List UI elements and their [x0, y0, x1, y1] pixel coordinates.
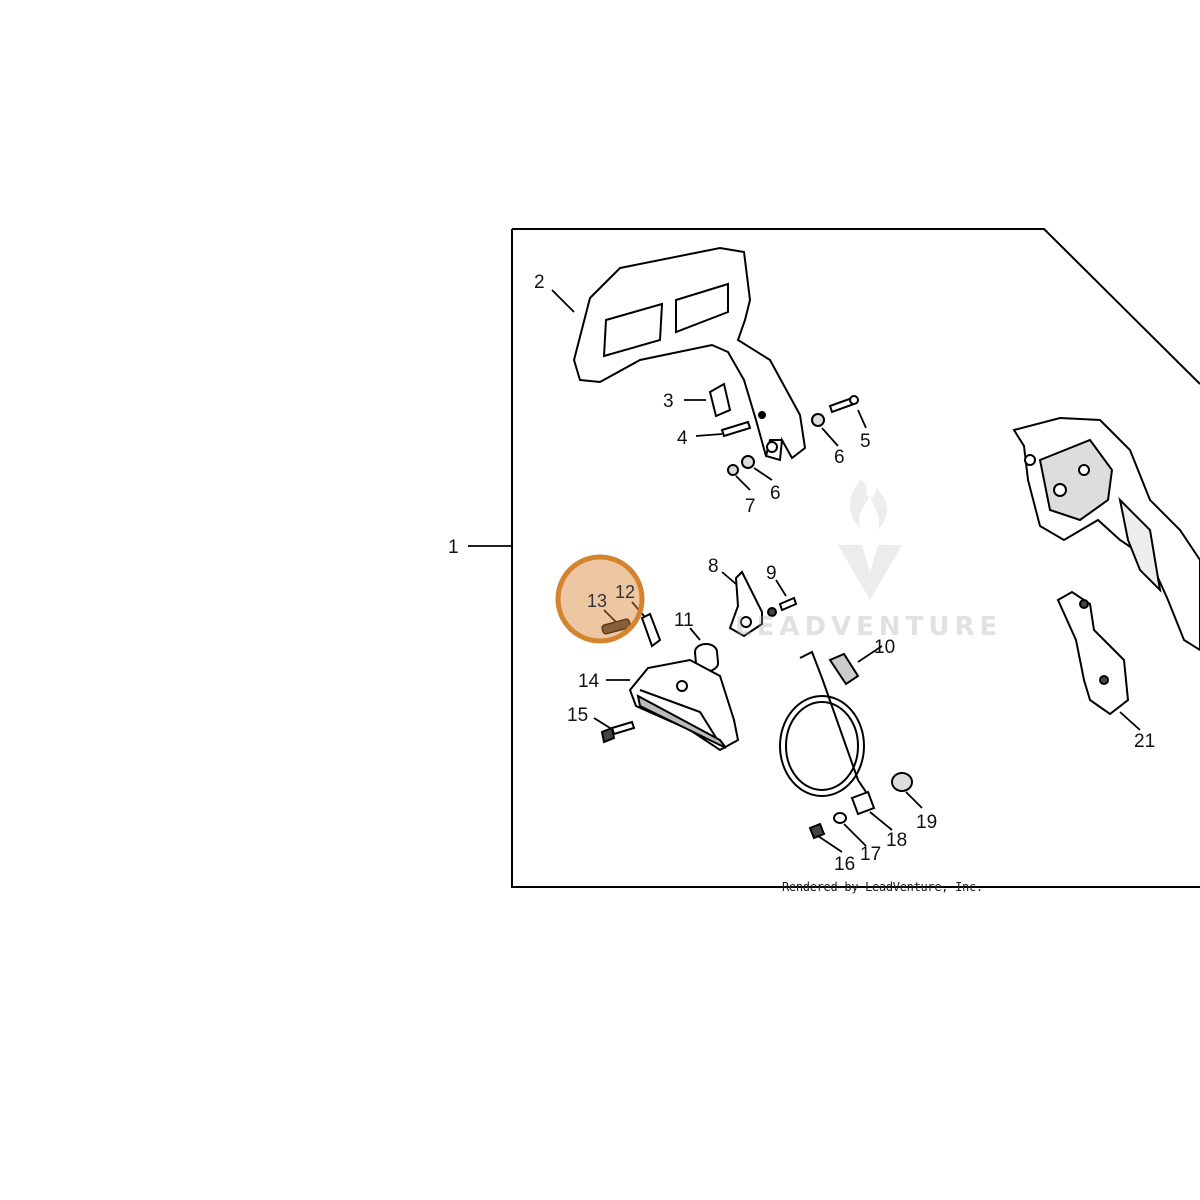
- part-21-bracket: [1056, 590, 1130, 716]
- part-14-cover: [628, 658, 740, 752]
- callout-17: 17: [860, 844, 881, 865]
- assembly-frame: [511, 228, 1200, 888]
- part-3: [708, 382, 766, 419]
- callout-6-upper: 6: [834, 447, 845, 468]
- part-18-sleeve: [850, 790, 876, 816]
- part-19-nut: [891, 772, 913, 792]
- watermark-logo: [838, 480, 902, 600]
- callout-16: 16: [834, 854, 855, 875]
- part-5-bolt: [828, 395, 859, 414]
- callout-6-lower: 6: [770, 483, 781, 504]
- leader-lines: [468, 289, 1141, 853]
- part-4-pin: [720, 420, 752, 438]
- callout-14: 14: [578, 671, 600, 692]
- callout-labels: 1 2 3 4 5 6 6 7 8 9 10 11 14 15 16 17 18…: [448, 272, 1155, 875]
- callout-15: 15: [567, 705, 588, 726]
- part-housing: [1012, 416, 1200, 652]
- callout-18: 18: [886, 830, 907, 851]
- highlight-marker: 13 12: [555, 554, 645, 644]
- watermark-brand: LEADVENTURE: [735, 612, 1003, 642]
- callout-4: 4: [677, 428, 688, 449]
- callout-10: 10: [874, 637, 895, 658]
- callout-7: 7: [745, 496, 756, 517]
- part-7: [727, 464, 739, 476]
- part-16-screw: [808, 822, 826, 840]
- callout-9: 9: [766, 563, 777, 584]
- part-10-block: [828, 652, 860, 686]
- part-17-washer: [833, 812, 847, 824]
- callout-11: 11: [674, 610, 694, 631]
- callout-21: 21: [1134, 731, 1155, 752]
- part-6-nut-lower: [741, 455, 755, 469]
- part-15-screw: [600, 720, 636, 744]
- callout-2: 2: [534, 272, 545, 293]
- callout-8: 8: [708, 556, 719, 577]
- callout-1: 1: [448, 537, 459, 558]
- part-hand-guard: [572, 246, 807, 462]
- render-credit: Rendered by LeadVenture, Inc.: [782, 880, 983, 894]
- part-6-nut-upper: [811, 413, 825, 427]
- callout-12: 12: [615, 582, 635, 602]
- callout-3: 3: [663, 391, 674, 412]
- callout-13: 13: [587, 591, 607, 611]
- part-12-lever: [640, 612, 662, 648]
- part-9-pin: [778, 596, 798, 612]
- part-brake-band: [779, 650, 867, 797]
- callout-19: 19: [916, 812, 937, 833]
- callout-5: 5: [860, 431, 871, 452]
- part-8-lever: [728, 570, 777, 638]
